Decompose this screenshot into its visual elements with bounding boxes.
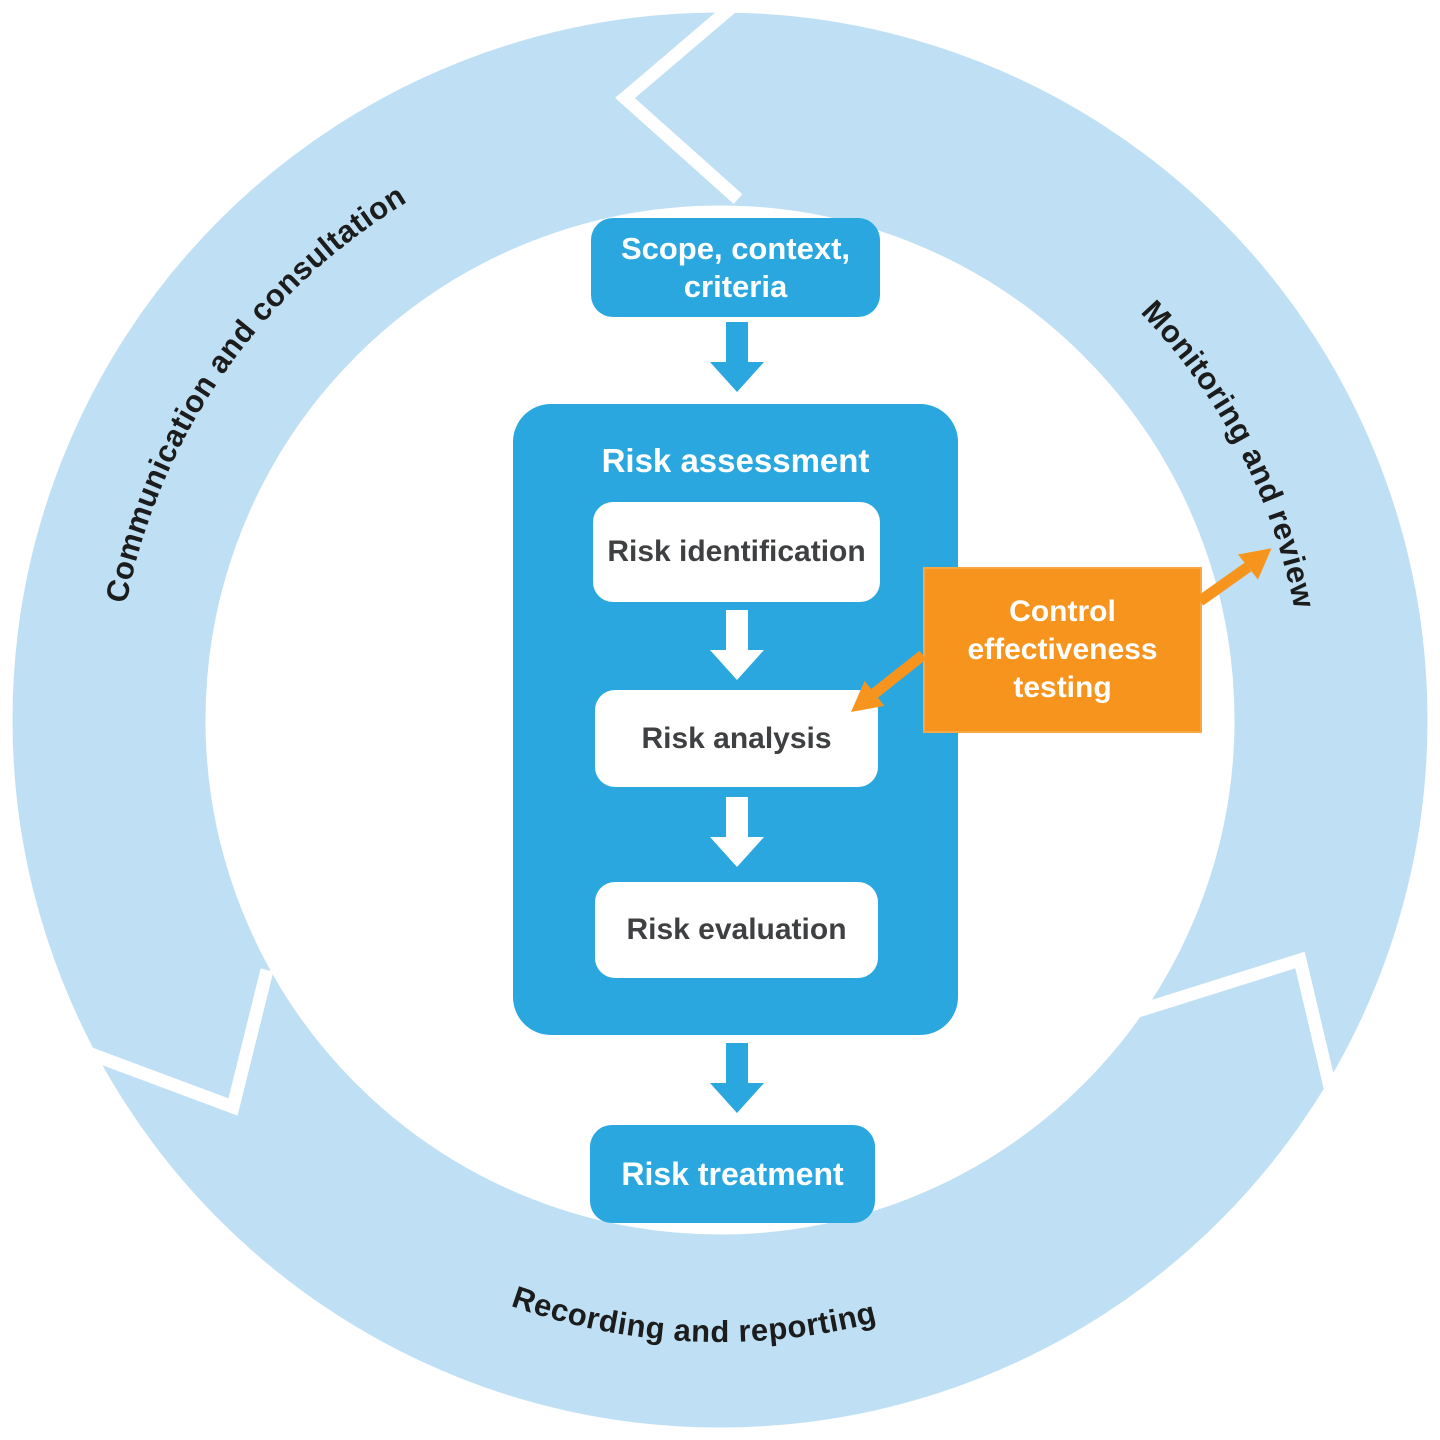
ring-outer-edge <box>3 3 1437 1437</box>
risk-evaluation-box: Risk evaluation <box>595 882 878 978</box>
ring-chevron-right-icon <box>1136 951 1341 1106</box>
ring-inner-edge <box>205 205 1235 1235</box>
control-effectiveness-testing-box: Control effectiveness testing <box>923 567 1202 733</box>
risk-evaluation-label: Risk evaluation <box>626 913 847 946</box>
risk-analysis-box: Risk analysis <box>595 690 878 787</box>
risk-identification-box: Risk identification <box>593 502 880 602</box>
risk-treatment-box: Risk treatment <box>590 1125 875 1223</box>
risk-identification-label: Risk identification <box>607 535 866 568</box>
scope-context-criteria-box: Scope, context, criteria <box>591 218 880 317</box>
risk-analysis-label: Risk analysis <box>641 721 832 755</box>
control-effectiveness-testing-label: Control effectiveness testing <box>967 595 1158 704</box>
scope-context-criteria-label: Scope, context, criteria <box>620 230 851 304</box>
ring-band <box>8 8 1432 1432</box>
ring-chevron-top-icon <box>615 1 743 204</box>
risk-treatment-label: Risk treatment <box>621 1155 844 1192</box>
ring-chevron-bottom-left-icon <box>80 968 274 1116</box>
risk-assessment-title: Risk assessment <box>601 442 870 479</box>
